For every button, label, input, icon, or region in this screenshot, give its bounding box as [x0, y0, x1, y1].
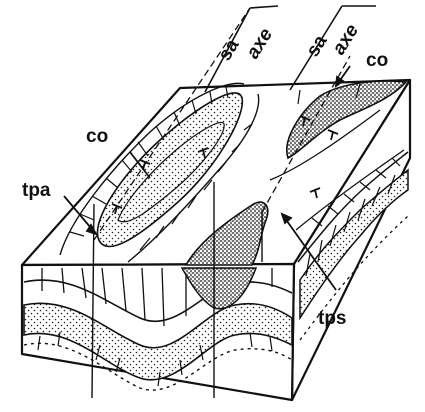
label-co-left: co	[86, 126, 108, 147]
label-axe-left: axe	[242, 24, 277, 62]
top-surface-structures	[59, 80, 408, 266]
axial-planes	[91, 5, 376, 399]
label-sa-right: sa	[302, 31, 331, 60]
leader-arrows	[63, 65, 351, 291]
label-tpa: tpa	[22, 180, 51, 201]
label-sa-left: sa	[214, 35, 243, 64]
label-axe-right: axe	[328, 20, 363, 58]
label-co-top-right: co	[366, 50, 388, 71]
front-face-layers	[23, 267, 293, 391]
label-tps: tps	[318, 308, 347, 329]
